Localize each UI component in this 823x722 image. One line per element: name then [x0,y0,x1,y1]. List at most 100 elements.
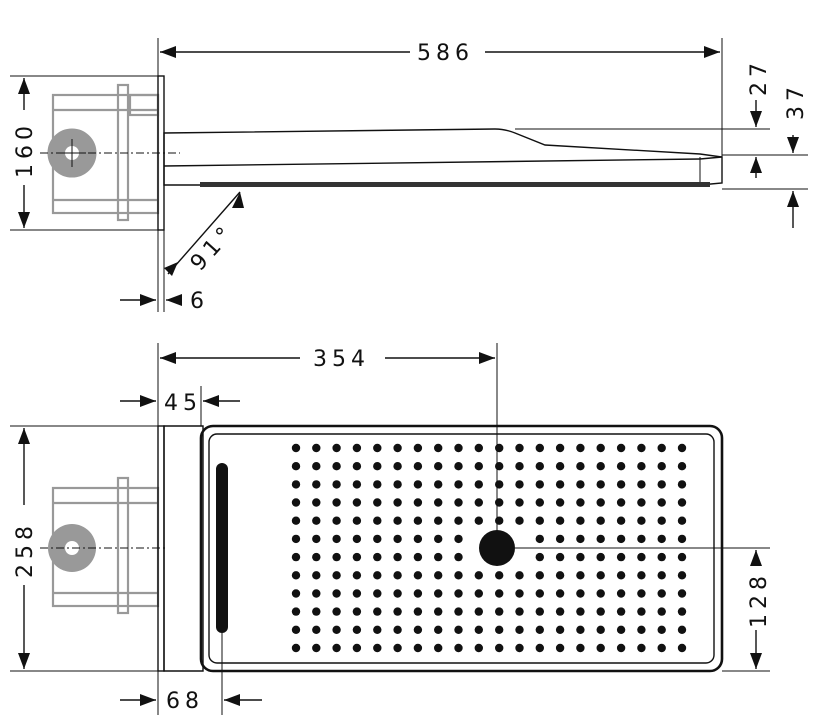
nozzle-dot [576,498,585,507]
nozzle-dot [555,462,565,471]
nozzle-dot [413,443,423,453]
nozzle-dot [312,625,321,634]
dim-258: 258 [10,425,158,672]
nozzle-dot [454,571,463,580]
wall-box-top [48,476,160,615]
nozzle-dot [555,516,565,525]
nozzle-dot [576,443,585,453]
nozzle-dot [413,607,423,616]
nozzle-dot [576,643,585,653]
nozzle-dot [332,607,341,616]
nozzle-dot [596,498,605,507]
nozzle-dot [352,589,362,598]
nozzle-dot [637,534,646,544]
nozzle-dot [657,607,666,616]
nozzle-dot [657,443,666,453]
nozzle-dot [393,643,402,653]
nozzle-dot [393,443,402,453]
nozzle-dot [515,498,524,507]
nozzle-dot [677,462,687,471]
nozzle-dot [454,534,463,544]
nozzle-dot [332,571,341,580]
nozzle-dot [555,480,565,489]
nozzle-dot [332,516,341,525]
waterfall-slot [216,463,228,633]
nozzle-dot [555,498,565,507]
nozzle-dot [373,607,382,616]
nozzle-dot [393,552,402,562]
nozzle-dot [596,643,605,653]
nozzle-dot [332,589,341,598]
label-45: 45 [164,391,202,416]
nozzle-dot [677,443,687,453]
nozzle-dot [515,462,524,471]
nozzle-dot [291,534,301,544]
nozzle-dot [637,462,646,471]
nozzle-dot [312,534,321,544]
nozzle-dot [657,498,666,507]
nozzle-dot [576,516,585,525]
nozzle-dot [576,607,585,616]
nozzle-dot [596,516,605,525]
dim-68: 68 [120,633,262,715]
nozzle-dot [515,571,524,580]
nozzle-dot [291,480,301,489]
nozzle-dot [495,571,504,580]
nozzle-dot [454,552,463,562]
nozzle-dot [454,480,463,489]
nozzle-dot [657,571,666,580]
nozzle-dot [616,498,626,507]
nozzle-dot [677,480,687,489]
nozzle-dot [413,534,423,544]
nozzle-dot [474,443,483,453]
label-160: 160 [13,121,38,178]
nozzle-dot [677,534,687,544]
nozzle-dot [393,625,402,634]
label-6: 6 [190,289,209,314]
nozzle-dot [332,462,341,471]
nozzle-dot [616,625,626,634]
nozzle-dot [312,443,321,453]
cover-top [163,425,204,672]
nozzle-dot [312,643,321,653]
nozzle-dot [657,643,666,653]
nozzle-dot [637,571,646,580]
dim-354: 354 [157,343,498,548]
nozzle-dot [291,516,301,525]
nozzle-dot [637,443,646,453]
nozzle-dot [352,552,362,562]
nozzle-dot [393,480,402,489]
nozzle-dot [637,643,646,653]
nozzle-dot [677,571,687,580]
nozzle-dot [291,552,301,562]
nozzle-dot [312,589,321,598]
nozzle-dot [352,480,362,489]
nozzle-dot [454,643,463,653]
dim-37: 37 [722,82,809,228]
nozzle-dot [637,589,646,598]
nozzle-dot [413,462,423,471]
nozzle-dot [332,625,341,634]
nozzle-dot [515,443,524,453]
nozzle-dot [352,498,362,507]
nozzle-dot [576,534,585,544]
nozzle-dot [535,625,544,634]
nozzle-dot [352,571,362,580]
nozzle-dot [434,534,443,544]
nozzle-dot [657,534,666,544]
nozzle-dot [454,498,463,507]
nozzle-dot [535,607,544,616]
nozzle-dot [677,607,687,616]
nozzle-dot [474,607,483,616]
nozzle-dot [616,516,626,525]
label-258: 258 [13,521,38,578]
nozzle-dot [555,625,565,634]
nozzle-dot [454,443,463,453]
nozzle-dot [413,516,423,525]
nozzle-dot [576,462,585,471]
nozzle-dot [413,480,423,489]
nozzle-dot [312,462,321,471]
nozzle-dot [393,589,402,598]
nozzle-dot [657,462,666,471]
